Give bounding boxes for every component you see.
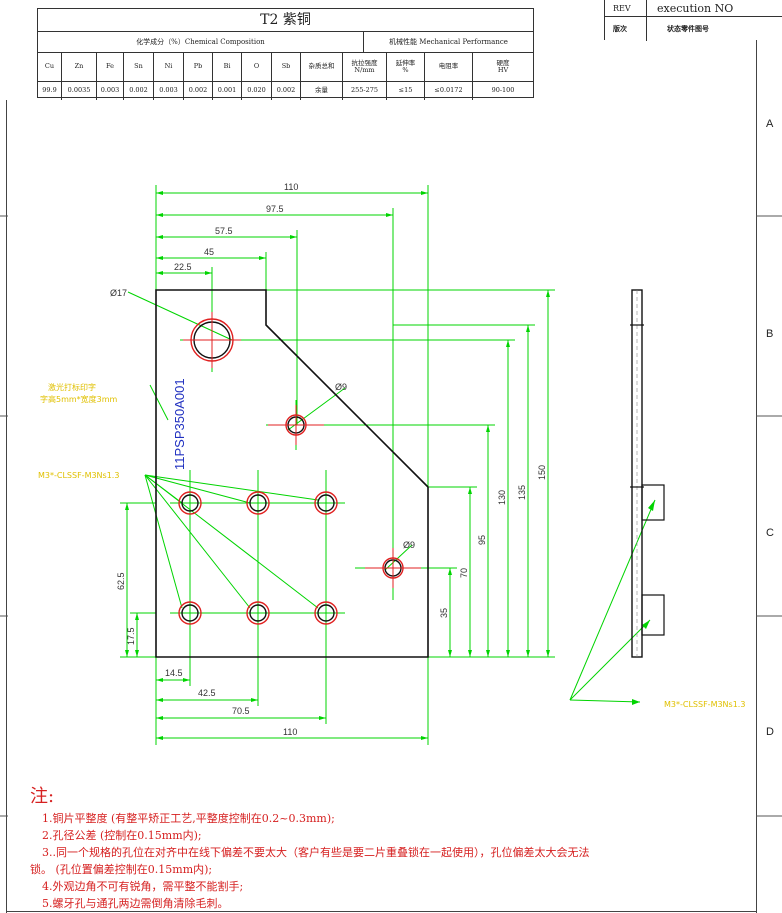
value-cell: 99.9 — [38, 82, 62, 100]
value-cell: 0.002 — [124, 82, 154, 100]
note-item: 2.孔径公差 (控制在0.15mm内); — [42, 829, 202, 842]
value-cell: 90-100 — [491, 86, 515, 95]
part-number-marking: 11PSP350A001 — [172, 378, 187, 470]
note-item: 锁。 (孔位置偏差控制在0.15mm内); — [30, 863, 213, 876]
threaded-hole — [246, 491, 270, 515]
part-outline — [155, 289, 429, 658]
rev-label: REV — [605, 0, 647, 16]
notes-section: 注: 1.铜片平整度 (有整平矫正工艺,平整度控制在0.2~0.3mm); 2.… — [30, 782, 750, 912]
header-row: Cu Zn Fe Sn Ni Pb Bi O Sb 杂质总和 抗拉强度 N/mm… — [38, 53, 533, 82]
hole-dia-small-label: Ø9 — [335, 382, 347, 392]
zone-a-label: A — [766, 118, 774, 130]
threaded-hole — [178, 491, 202, 515]
dim-35: 35 — [439, 608, 449, 618]
composition-table: T2 紫铜 化学成分（%）Chemical Composition 机械性能 M… — [37, 8, 534, 100]
dim-17-5: 17.5 — [126, 627, 136, 645]
header-cell: Sn — [124, 53, 154, 81]
dim-97-5: 97.5 — [266, 204, 284, 214]
value-cell: 0.002 — [272, 82, 301, 100]
zone-b-label: B — [766, 328, 774, 340]
dim-22-5: 22.5 — [174, 262, 192, 272]
frame-right-border — [756, 40, 757, 913]
threaded-hole — [246, 601, 270, 625]
holes — [178, 318, 404, 625]
hole-dia-small-label-2: Ø9 — [403, 540, 415, 550]
holes-inner — [181, 321, 402, 622]
mechanical-group-header: 机械性能 Mechanical Performance — [389, 38, 508, 46]
yellow-callouts: 激光打标印字 字高5mm*宽度3mm M3*-CLSSF-M3Ns1.3 M3*… — [38, 382, 745, 709]
laser-note-line2: 字高5mm*宽度3mm — [40, 394, 118, 404]
dim-135: 135 — [517, 485, 527, 500]
value-cell: 255-275 — [343, 82, 387, 100]
note-item: 1.铜片平整度 (有整平矫正工艺,平整度控制在0.2~0.3mm); — [42, 812, 335, 825]
dim-95: 95 — [477, 535, 487, 545]
dim-70-5: 70.5 — [232, 706, 250, 716]
thread-callout: M3*-CLSSF-M3Ns1.3 — [38, 471, 119, 480]
value-cell: 0.020 — [242, 82, 272, 100]
frame-left-border — [6, 100, 7, 913]
value-cell: ≤0.0172 — [425, 82, 473, 100]
value-cell: 0.003 — [97, 82, 124, 100]
note-item: 5.螺牙孔与通孔两边需倒角清除毛刺。 — [42, 897, 229, 910]
revision-block: REV execution NO 版次 状态零件图号 — [604, 0, 782, 41]
header-cell: 延伸率 % — [387, 53, 425, 81]
note-item: 4.外观边角不可有锐角，需平整不能割手; — [42, 880, 244, 893]
zone-ticks — [0, 215, 782, 817]
value-row: 99.9 0.0035 0.003 0.002 0.003 0.002 0.00… — [38, 82, 533, 100]
chemical-group-header: 化学成分（%）Chemical Composition — [38, 32, 364, 52]
dim-110-top: 110 — [284, 182, 298, 192]
header-cell: 电阻率 — [425, 53, 473, 81]
dim-110-bottom: 110 — [283, 727, 297, 737]
header-cell: Ni — [154, 53, 184, 81]
header-cell: 抗拉强度 N/mm — [343, 53, 387, 81]
dim-45: 45 — [204, 247, 214, 257]
dim-130: 130 — [497, 490, 507, 505]
side-thread-callout: M3*-CLSSF-M3Ns1.3 — [664, 700, 745, 709]
dim-150: 150 — [537, 465, 547, 480]
version-value: 状态零件图号 — [667, 25, 709, 33]
note-item: 3..同一个规格的孔位在对齐中在线下偏差不要太大（客户有些是要二片重叠锁在一起使… — [42, 846, 590, 859]
zone-d-label: D — [766, 726, 774, 738]
dimension-lines — [120, 185, 656, 745]
header-cell: Sb — [272, 53, 301, 81]
header-cell: Fe — [97, 53, 124, 81]
dim-70: 70 — [459, 568, 469, 578]
value-cell: 余量 — [301, 82, 343, 100]
dimension-arrowheads — [125, 191, 655, 740]
hole-centerlines — [183, 312, 421, 588]
laser-note-line1: 激光打标印字 — [48, 382, 96, 392]
group-headers: 化学成分（%）Chemical Composition 机械性能 Mechani… — [38, 32, 533, 53]
rev-value: execution NO — [657, 1, 734, 15]
header-cell: Zn — [62, 53, 97, 81]
header-cell: Pb — [184, 53, 213, 81]
material-title: T2 紫铜 — [38, 9, 533, 32]
dim-57-5: 57.5 — [215, 226, 233, 236]
dimension-labels: 110 97.5 57.5 45 22.5 150 135 130 95 70 … — [110, 182, 547, 737]
hole-dia-large-label: Ø17 — [110, 288, 127, 298]
header-cell: Bi — [213, 53, 242, 81]
dim-42-5: 42.5 — [198, 688, 216, 698]
dim-14-5: 14.5 — [165, 668, 183, 678]
header-cell: Cu — [38, 53, 62, 81]
header-cell: O — [242, 53, 272, 81]
threaded-hole — [314, 491, 338, 515]
frame-bottom-border — [6, 911, 756, 912]
dim-62-5: 62.5 — [116, 572, 126, 590]
header-cell: 硬度 HV — [496, 58, 510, 74]
notes-heading: 注: — [30, 786, 55, 807]
value-cell: 0.003 — [154, 82, 184, 100]
value-cell: 0.0035 — [62, 82, 97, 100]
threaded-hole — [314, 601, 338, 625]
zone-c-label: C — [766, 527, 774, 539]
side-view — [630, 289, 665, 658]
value-cell: 0.002 — [184, 82, 213, 100]
value-cell: 0.001 — [213, 82, 242, 100]
value-cell: ≤15 — [387, 82, 425, 100]
threaded-hole — [178, 601, 202, 625]
header-cell: 杂质总和 — [301, 53, 343, 81]
version-label: 版次 — [605, 17, 647, 41]
